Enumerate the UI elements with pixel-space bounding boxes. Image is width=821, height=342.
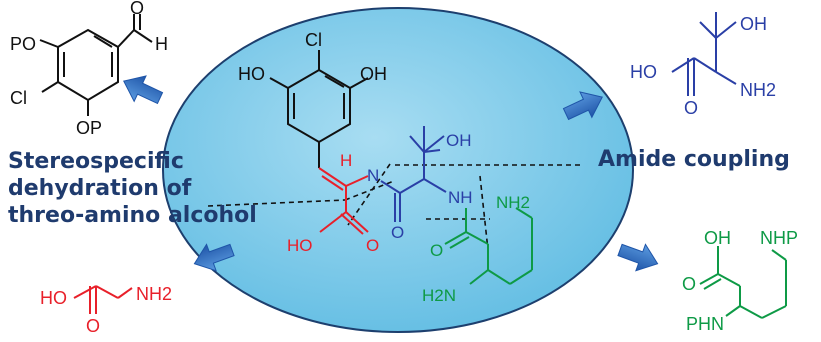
lysine-oh-label: OH: [704, 228, 731, 248]
aldehyde-o-label: O: [130, 0, 144, 18]
fragment-threonine: [671, 12, 737, 96]
threonine-o-label: O: [684, 98, 698, 118]
threonine-ho-label: HO: [630, 62, 657, 82]
lysine-phn-label: PHN: [686, 314, 724, 334]
retro-arrow-bottom-left: [193, 243, 235, 272]
retro-arrow-top-left: [123, 75, 164, 105]
core-red-residue: [318, 167, 369, 235]
core-cl-label: Cl: [305, 30, 322, 50]
fragment-lysine: [699, 246, 787, 319]
fragment-glycine: [73, 285, 133, 314]
retro-disconnection-label: Stereospecific dehydration of threo-amin…: [8, 148, 257, 229]
glycine-o-label: O: [86, 316, 100, 336]
core-o-acid-label: O: [366, 236, 379, 255]
aldehyde-cl-label: Cl: [10, 88, 27, 108]
fragment-aldehyde: [39, 14, 153, 116]
retro-label-line-3: threo-amino alcohol: [8, 203, 257, 228]
retro-label-line-1: Stereospecific: [8, 149, 184, 174]
lysine-o-label: O: [682, 274, 696, 294]
core-ho-acid-label: HO: [287, 236, 313, 255]
core-h2n-green-label: H2N: [422, 286, 456, 305]
core-nh-blue-label: NH: [448, 188, 473, 207]
threonine-nh2-label: NH2: [740, 80, 776, 100]
core-ho-label: HO: [238, 64, 265, 84]
retro-label-line-2: dehydration of: [8, 176, 192, 201]
core-n-label: N: [367, 166, 379, 185]
amide-coupling-label: Amide coupling: [598, 147, 790, 172]
core-oh-top-label: OH: [446, 131, 472, 150]
aldehyde-po-label: PO: [10, 34, 36, 54]
threonine-oh-label: OH: [740, 14, 767, 34]
lysine-nhp-label: NHP: [760, 228, 798, 248]
aldehyde-h-label: H: [155, 34, 168, 54]
core-blue-residue: [380, 126, 447, 222]
core-aryl-ring: [269, 50, 369, 168]
core-green-residue: [444, 207, 533, 285]
core-nh2-green-label: NH2: [496, 193, 530, 212]
disconnection-lines: [207, 163, 582, 251]
core-ellipse: [162, 7, 634, 333]
glycine-ho-label: HO: [40, 288, 67, 308]
retro-arrow-top-right: [562, 91, 603, 121]
core-o-green-label: O: [430, 241, 443, 260]
retro-arrow-bottom-right: [617, 243, 659, 272]
core-o-blue-label: O: [391, 223, 404, 242]
core-oh-label: OH: [360, 64, 387, 84]
core-nh-h-label: H: [340, 151, 352, 170]
glycine-nh2-label: NH2: [136, 284, 172, 304]
aldehyde-op-label: OP: [76, 118, 102, 138]
